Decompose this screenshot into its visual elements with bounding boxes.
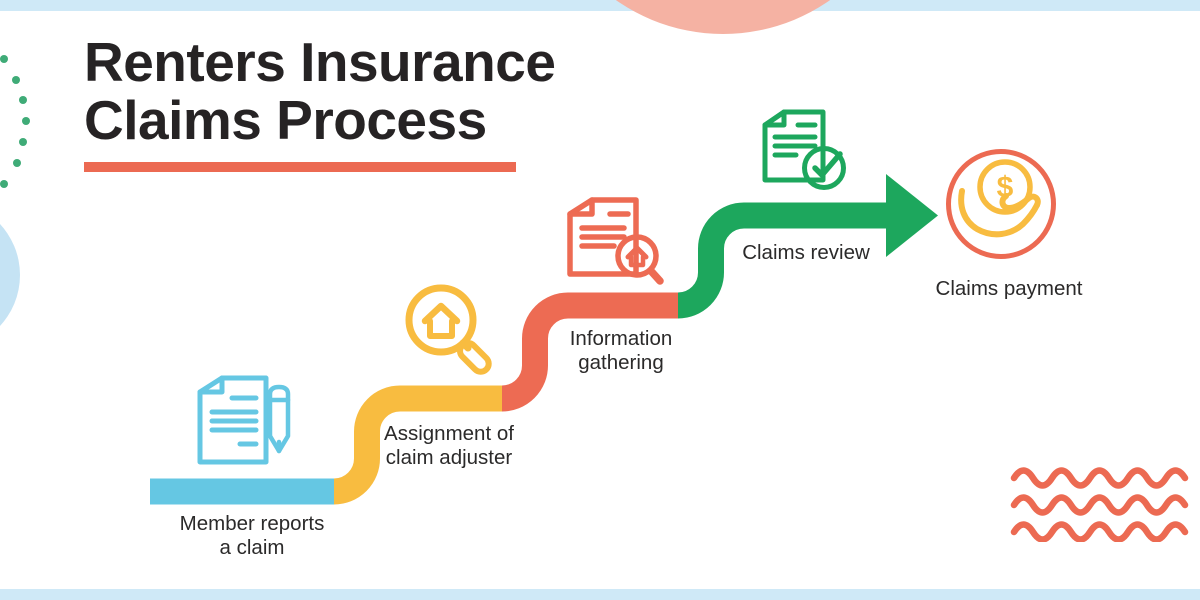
- step-label-member-reports: Member reports a claim: [130, 512, 374, 560]
- step-label-line: gathering: [578, 351, 664, 375]
- page-title-line1: Renters Insurance: [84, 31, 556, 93]
- step-label-line: Information: [569, 327, 673, 350]
- step-label-claim-adjuster: Assignment of claim adjuster: [330, 422, 568, 470]
- step-label-line: Member reports: [179, 512, 325, 535]
- step-label-claims-review: Claims review: [703, 241, 909, 265]
- green-dot: [19, 138, 27, 146]
- arrow-head-icon: [886, 174, 938, 257]
- house-magnifier-icon: [405, 284, 492, 375]
- page-title: Renters Insurance Claims Process: [84, 31, 684, 151]
- payment-circle-outline: [946, 149, 1056, 259]
- step-bar-information-gathering: [501, 292, 678, 412]
- top-border-bar: [0, 0, 1200, 11]
- green-dot: [0, 180, 8, 188]
- green-dot: [13, 159, 21, 167]
- coin-in-hand-icon: $: [946, 149, 1056, 259]
- step-label-information-gathering: Information gathering: [510, 327, 732, 375]
- step-label-line: a claim: [219, 536, 285, 560]
- green-dot: [12, 76, 20, 84]
- step-bar-claim-adjuster: [333, 385, 502, 505]
- step-bar-claims-review: [677, 202, 888, 319]
- wave-lines-decoration: [1010, 467, 1189, 542]
- green-dot: [22, 117, 30, 125]
- title-underline: [84, 162, 516, 172]
- step-label-claims-payment: Claims payment: [898, 277, 1120, 301]
- document-pen-icon: [197, 375, 291, 465]
- document-magnifier-icon: [567, 197, 664, 285]
- step-label-line: Claims payment: [935, 277, 1083, 300]
- dollar-sign-icon: $: [997, 171, 1014, 204]
- bottom-border-bar: [0, 589, 1200, 600]
- document-check-icon: [762, 109, 846, 190]
- green-dot: [0, 55, 8, 63]
- green-dot: [19, 96, 27, 104]
- step-label-line: Claims review: [742, 241, 870, 264]
- step-label-line: Assignment of: [384, 422, 514, 445]
- page-title-line2: Claims Process: [84, 88, 487, 151]
- step-label-line: claim adjuster: [385, 446, 513, 470]
